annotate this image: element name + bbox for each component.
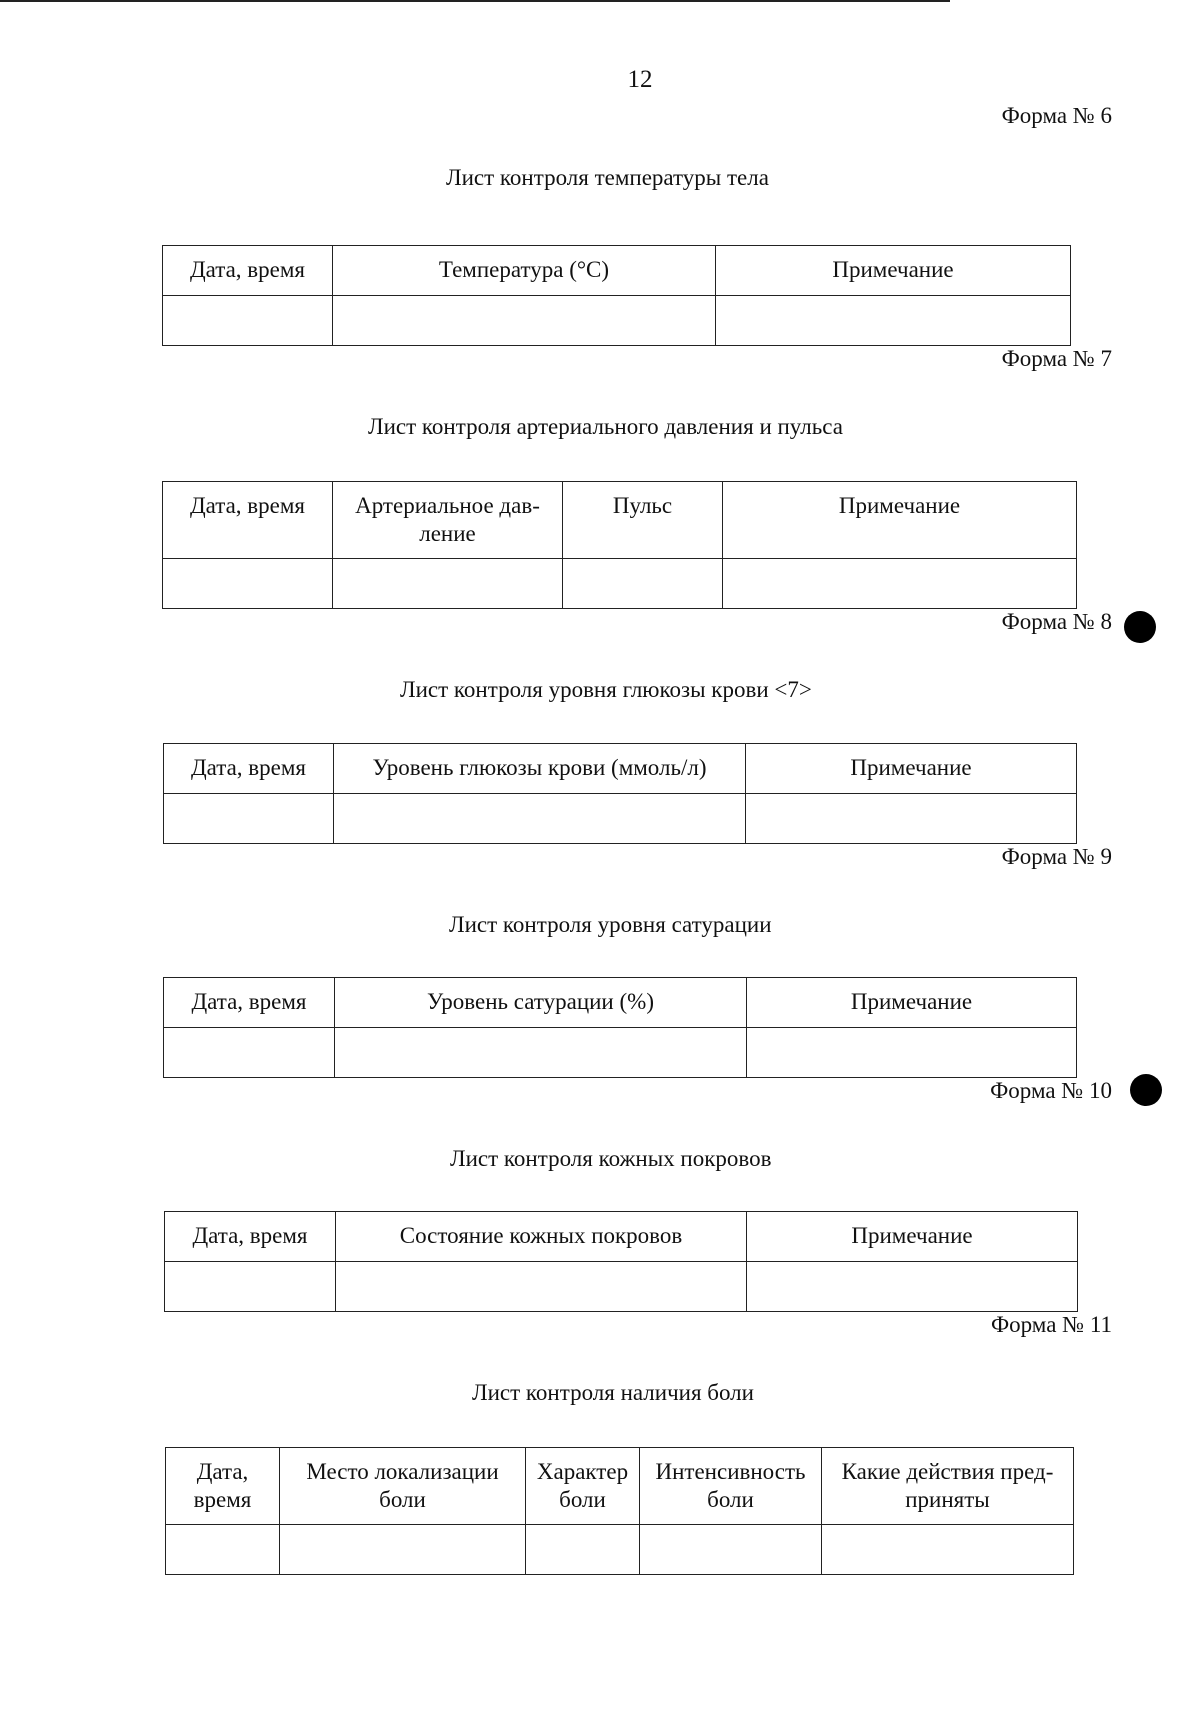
column-header: Дата, время	[162, 245, 333, 296]
form-6-label: Форма № 6	[1001, 103, 1112, 128]
form-11-header-row: Дата, время Место локализации боли Харак…	[165, 1447, 1074, 1525]
column-header: Состояние кожных покровов	[335, 1211, 747, 1262]
column-header: Какие действия пред- приняты	[821, 1447, 1074, 1525]
form-9-table: Дата, время Уровень сатурации (%) Примеч…	[163, 977, 1077, 1078]
form-11-table: Дата, время Место локализации боли Харак…	[165, 1447, 1074, 1575]
table-cell	[715, 295, 1071, 346]
table-cell	[162, 295, 333, 346]
form-9-empty-row	[163, 1027, 1077, 1078]
form-6-header-row: Дата, время Температура (°C) Примечание	[162, 245, 1071, 296]
column-header: Примечание	[745, 743, 1077, 794]
column-header: Примечание	[722, 481, 1077, 559]
table-cell	[334, 1027, 747, 1078]
column-header: Характер боли	[525, 1447, 640, 1525]
table-cell	[639, 1524, 822, 1575]
form-10-title: Лист контроля кожных покровов	[450, 1146, 772, 1171]
table-cell	[335, 1261, 747, 1312]
form-6-table: Дата, время Температура (°C) Примечание	[162, 245, 1071, 346]
column-header: Примечание	[715, 245, 1071, 296]
form-11-empty-row	[165, 1524, 1074, 1575]
table-cell	[333, 793, 746, 844]
column-header: Примечание	[746, 1211, 1078, 1262]
form-9-label: Форма № 9	[1001, 844, 1112, 869]
scan-top-border	[0, 0, 950, 2]
table-cell	[722, 558, 1077, 609]
form-8-label: Форма № 8	[1001, 609, 1112, 634]
form-10-empty-row	[164, 1261, 1078, 1312]
form-7-title: Лист контроля артериального давления и п…	[368, 414, 843, 439]
column-header: Уровень глюкозы крови (ммоль/л)	[333, 743, 746, 794]
punch-hole-mark	[1130, 1074, 1162, 1106]
form-10-table: Дата, время Состояние кожных покровов Пр…	[164, 1211, 1078, 1312]
column-header: Интенсивность боли	[639, 1447, 822, 1525]
form-9-header-row: Дата, время Уровень сатурации (%) Примеч…	[163, 977, 1077, 1028]
form-11-title: Лист контроля наличия боли	[472, 1380, 754, 1405]
column-header: Артериальное дав- ление	[332, 481, 563, 559]
table-cell	[163, 1027, 335, 1078]
form-8-title: Лист контроля уровня глюкозы крови <7>	[400, 677, 812, 702]
table-cell	[332, 295, 716, 346]
column-header: Примечание	[746, 977, 1077, 1028]
column-header: Место локализации боли	[279, 1447, 526, 1525]
punch-hole-mark	[1124, 611, 1156, 643]
form-10-header-row: Дата, время Состояние кожных покровов Пр…	[164, 1211, 1078, 1262]
column-header: Дата, время	[162, 481, 333, 559]
table-cell	[746, 1027, 1077, 1078]
table-cell	[562, 558, 723, 609]
table-cell	[279, 1524, 526, 1575]
table-cell	[525, 1524, 640, 1575]
table-cell	[746, 1261, 1078, 1312]
column-header: Дата, время	[165, 1447, 280, 1525]
form-7-header-row: Дата, время Артериальное дав- ление Пуль…	[162, 481, 1077, 559]
table-cell	[165, 1524, 280, 1575]
column-header: Дата, время	[163, 977, 335, 1028]
form-9-title: Лист контроля уровня сатурации	[449, 912, 772, 937]
form-11-label: Форма № 11	[990, 1312, 1112, 1337]
column-header: Пульс	[562, 481, 723, 559]
table-cell	[163, 793, 334, 844]
form-6-empty-row	[162, 295, 1071, 346]
table-cell	[332, 558, 563, 609]
form-7-table: Дата, время Артериальное дав- ление Пуль…	[162, 481, 1077, 609]
column-header: Температура (°C)	[332, 245, 716, 296]
form-10-label: Форма № 10	[990, 1078, 1112, 1103]
table-cell	[745, 793, 1077, 844]
form-6-title: Лист контроля температуры тела	[446, 165, 769, 190]
form-7-empty-row	[162, 558, 1077, 609]
form-7-label: Форма № 7	[1001, 346, 1112, 371]
page-number: 12	[627, 66, 653, 93]
table-cell	[162, 558, 333, 609]
form-8-empty-row	[163, 793, 1077, 844]
table-cell	[164, 1261, 336, 1312]
form-8-header-row: Дата, время Уровень глюкозы крови (ммоль…	[163, 743, 1077, 794]
column-header: Дата, время	[164, 1211, 336, 1262]
form-8-table: Дата, время Уровень глюкозы крови (ммоль…	[163, 743, 1077, 844]
column-header: Уровень сатурации (%)	[334, 977, 747, 1028]
column-header: Дата, время	[163, 743, 334, 794]
table-cell	[821, 1524, 1074, 1575]
